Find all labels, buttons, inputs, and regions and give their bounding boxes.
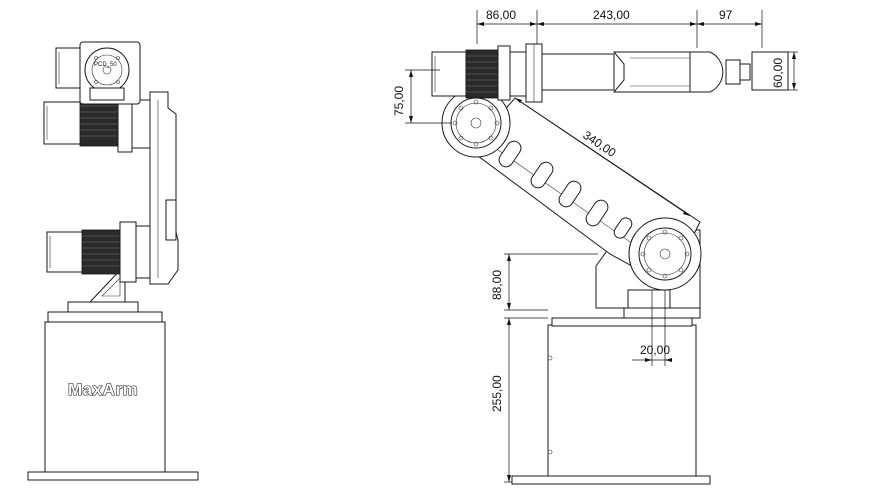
dim-forearm: 243,00 [593,8,630,22]
front-top-motor [431,51,467,97]
dim-joint-base: 88,00 [490,270,504,300]
lower-joint [628,217,702,291]
dim-base-link: 86,00 [486,8,516,22]
brand-logo: MaxArm [68,380,138,399]
side-lower-gearbox [81,229,121,275]
dim-end-height: 60,00 [771,58,785,88]
arm-slots [498,140,633,239]
side-pedestal [44,321,166,473]
dim-end-effector: 97 [719,8,733,22]
dim-shoulder-height: 75,00 [392,86,406,116]
front-view [431,43,751,485]
side-view: MaxArm [27,41,199,481]
upper-joint [441,88,511,158]
dimension-lines: 86,00 243,00 97 60,00 75,00 340,00 88,00 [392,8,798,483]
forearm [541,53,615,91]
front-base-plate [511,475,711,485]
dim-offset: 20,00 [640,343,670,357]
side-pedestal-top [47,311,163,323]
side-upper-gearbox [79,99,119,147]
side-base-plate [27,471,199,481]
end-effector [725,59,741,85]
side-upper-motor [43,101,83,145]
side-vertical-link [149,91,179,285]
dim-pedestal: 255,00 [490,375,504,412]
front-pedestal [547,324,697,477]
side-lower-motor [46,231,84,273]
flange-label: PCD_50 [94,62,117,68]
